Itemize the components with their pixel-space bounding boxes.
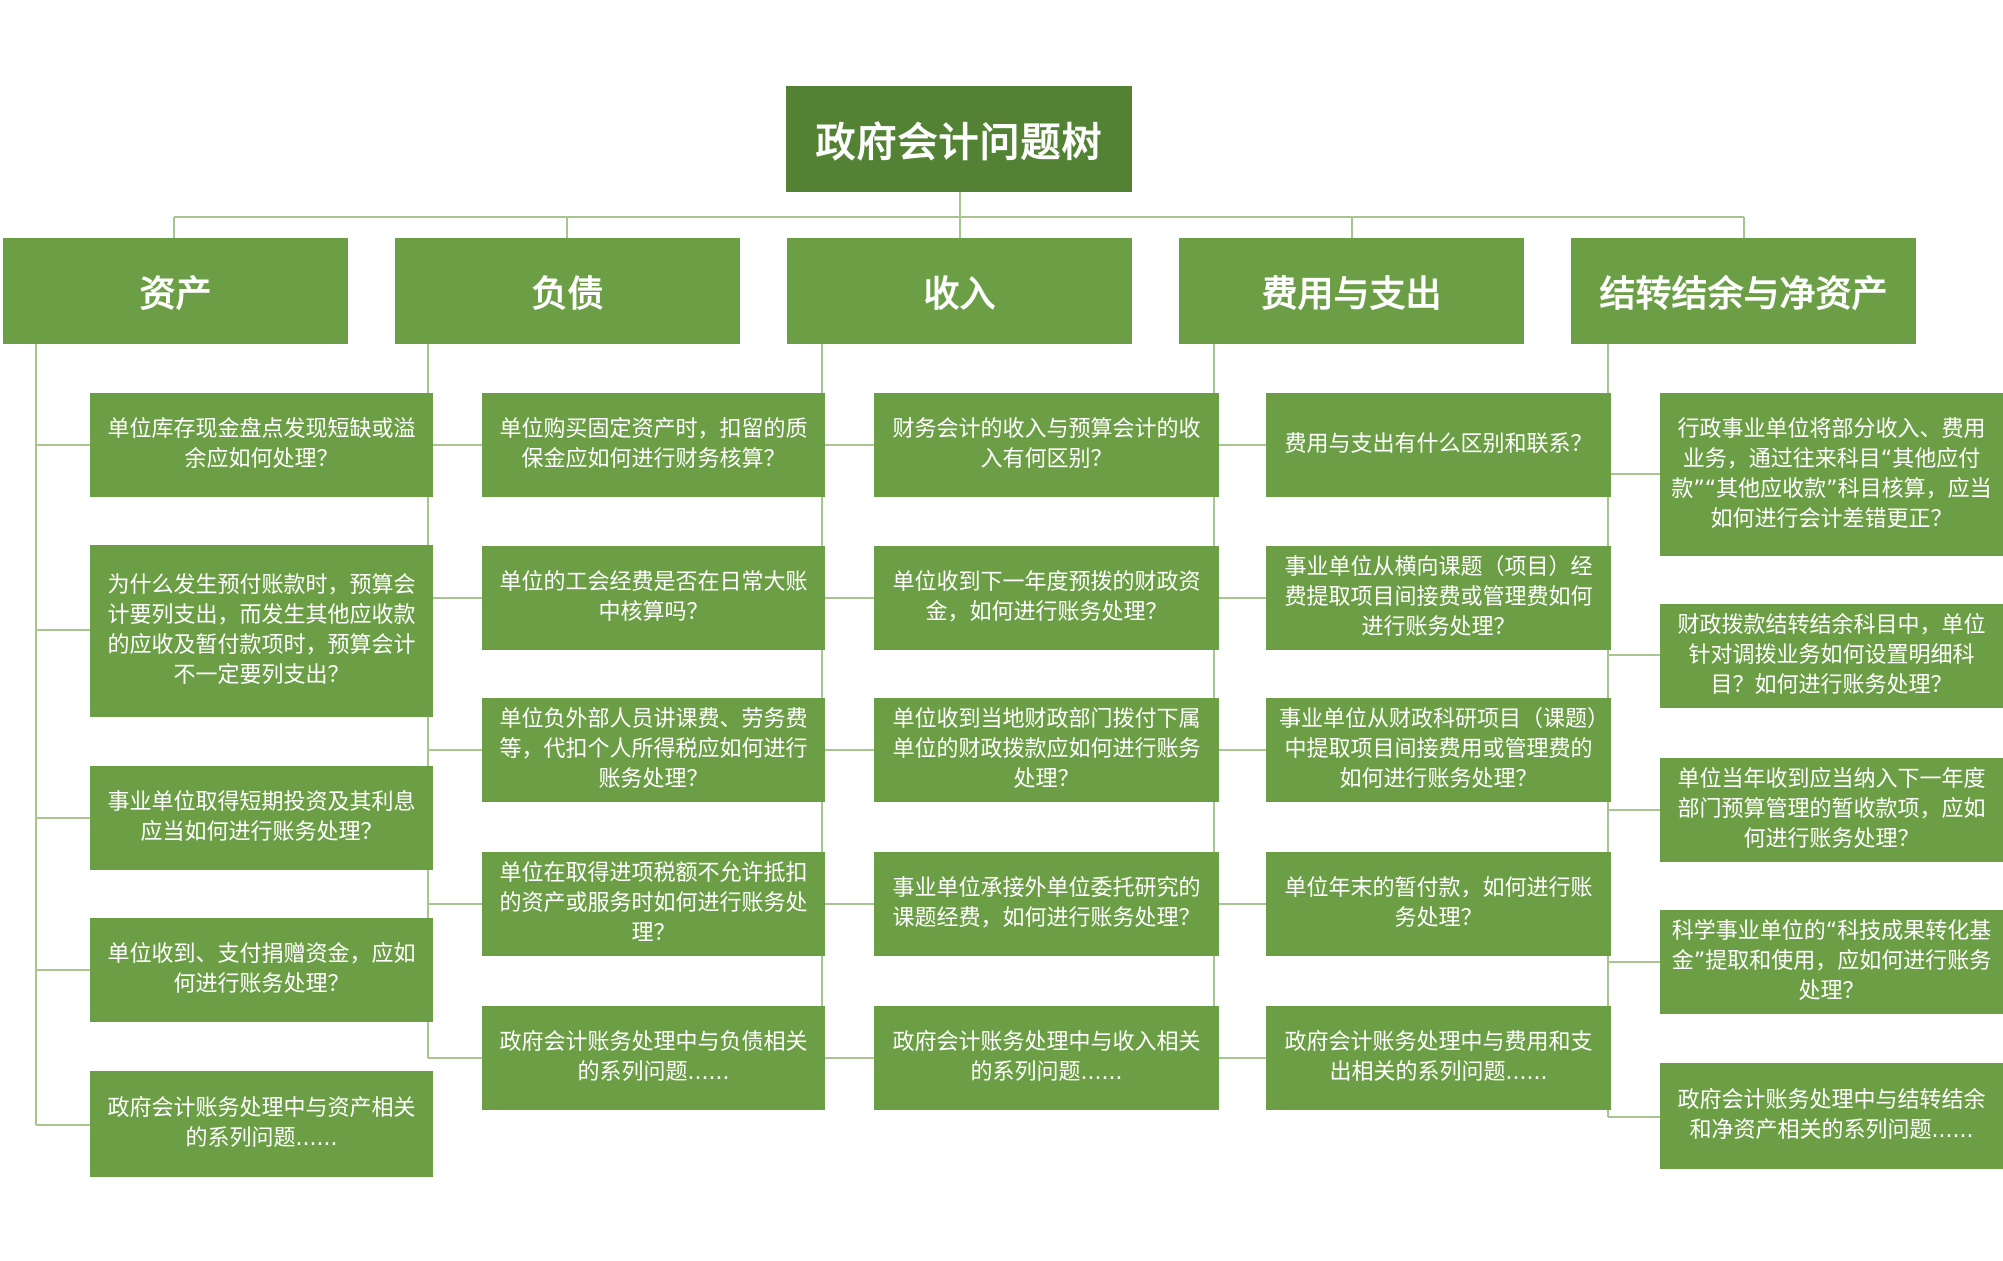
- question-text: 单位负外部人员讲课费、劳务费等，代扣个人所得税应如何进行账务处理？: [499, 707, 808, 792]
- category-title: 负债: [531, 274, 604, 315]
- question-box: 单位在取得进项税额不允许抵扣的资产或服务时如何进行账务处理？: [482, 852, 825, 956]
- question-text: 财政拨款结转结余科目中，单位针对调拨业务如何设置明细科目？如何进行账务处理？: [1677, 613, 1986, 698]
- category-liabilities: 负债: [395, 238, 740, 344]
- question-box: 政府会计账务处理中与结转结余和净资产相关的系列问题......: [1660, 1063, 2003, 1169]
- root-title: 政府会计问题树: [815, 120, 1103, 166]
- question-box: 为什么发生预付账款时，预算会计要列支出，而发生其他应收款的应收及暂付款项时，预算…: [90, 545, 433, 717]
- question-box: 单位购买固定资产时，扣留的质保金应如何进行财务核算？: [482, 393, 825, 497]
- question-text: 费用与支出有什么区别和联系？: [1284, 432, 1593, 457]
- question-text: 单位收到当地财政部门拨付下属单位的财政拨款应如何进行账务处理？: [892, 707, 1201, 792]
- question-text: 政府会计账务处理中与资产相关的系列问题......: [107, 1096, 416, 1151]
- category-title: 收入: [923, 274, 996, 315]
- question-text: 单位库存现金盘点发现短缺或溢余应如何处理？: [107, 417, 416, 472]
- question-text: 事业单位承接外单位委托研究的课题经费，如何进行账务处理？: [892, 876, 1201, 931]
- question-box: 政府会计账务处理中与负债相关的系列问题......: [482, 1006, 825, 1110]
- question-box: 单位收到当地财政部门拨付下属单位的财政拨款应如何进行账务处理？: [874, 698, 1219, 802]
- question-box: 单位年末的暂付款，如何进行账务处理？: [1266, 852, 1611, 956]
- question-box: 行政事业单位将部分收入、费用业务，通过往来科目“其他应付款”“其他应收款”科目核…: [1660, 393, 2003, 556]
- question-text: 行政事业单位将部分收入、费用业务，通过往来科目“其他应付款”“其他应收款”科目核…: [1671, 416, 1992, 532]
- question-text: 科学事业单位的“科技成果转化基金”提取和使用，应如何进行账务处理？: [1671, 919, 1992, 1004]
- question-text: 单位收到下一年度预拨的财政资金，如何进行账务处理？: [892, 570, 1201, 625]
- category-assets: 资产: [3, 238, 348, 344]
- question-text: 政府会计账务处理中与费用和支出相关的系列问题......: [1284, 1030, 1593, 1085]
- question-text: 政府会计账务处理中与负债相关的系列问题......: [499, 1030, 808, 1085]
- question-box: 事业单位从财政科研项目（课题）中提取项目间接费用或管理费的如何进行账务处理？: [1266, 698, 1611, 802]
- question-box: 科学事业单位的“科技成果转化基金”提取和使用，应如何进行账务处理？: [1660, 910, 2003, 1014]
- question-box: 单位的工会经费是否在日常大账中核算吗？: [482, 546, 825, 650]
- question-text: 单位购买固定资产时，扣留的质保金应如何进行财务核算？: [499, 417, 808, 472]
- question-box: 单位当年收到应当纳入下一年度部门预算管理的暂收款项，应如何进行账务处理？: [1660, 758, 2003, 862]
- question-text: 政府会计账务处理中与结转结余和净资产相关的系列问题......: [1677, 1088, 1986, 1143]
- question-box: 单位库存现金盘点发现短缺或溢余应如何处理？: [90, 393, 433, 497]
- question-box: 事业单位取得短期投资及其利息应当如何进行账务处理？: [90, 766, 433, 870]
- question-box: 政府会计账务处理中与资产相关的系列问题......: [90, 1071, 433, 1177]
- question-text: 单位的工会经费是否在日常大账中核算吗？: [499, 570, 808, 625]
- question-text: 为什么发生预付账款时，预算会计要列支出，而发生其他应收款的应收及暂付款项时，预算…: [107, 573, 416, 688]
- question-box: 单位收到下一年度预拨的财政资金，如何进行账务处理？: [874, 546, 1219, 650]
- question-box: 费用与支出有什么区别和联系？: [1266, 393, 1611, 497]
- question-text: 单位当年收到应当纳入下一年度部门预算管理的暂收款项，应如何进行账务处理？: [1677, 767, 1986, 852]
- category-title: 资产: [139, 274, 212, 315]
- question-text: 政府会计账务处理中与收入相关的系列问题......: [892, 1030, 1201, 1085]
- question-box: 政府会计账务处理中与收入相关的系列问题......: [874, 1006, 1219, 1110]
- question-box: 单位收到、支付捐赠资金，应如何进行账务处理？: [90, 918, 433, 1022]
- question-box: 事业单位从横向课题（项目）经费提取项目间接费或管理费如何进行账务处理？: [1266, 546, 1611, 650]
- question-text: 事业单位从财政科研项目（课题）中提取项目间接费用或管理费的如何进行账务处理？: [1278, 707, 1598, 792]
- category-expenses: 费用与支出: [1179, 238, 1524, 344]
- question-box: 财务会计的收入与预算会计的收入有何区别？: [874, 393, 1219, 497]
- category-title: 结转结余与净资产: [1599, 274, 1888, 315]
- category-net-assets: 结转结余与净资产: [1571, 238, 1916, 344]
- question-text: 单位在取得进项税额不允许抵扣的资产或服务时如何进行账务处理？: [499, 861, 808, 946]
- question-text: 事业单位取得短期投资及其利息应当如何进行账务处理？: [107, 790, 416, 845]
- category-revenue: 收入: [787, 238, 1132, 344]
- question-text: 单位收到、支付捐赠资金，应如何进行账务处理？: [107, 942, 416, 997]
- question-text: 单位年末的暂付款，如何进行账务处理？: [1284, 876, 1593, 931]
- category-title: 费用与支出: [1261, 274, 1442, 315]
- root-node: 政府会计问题树: [786, 86, 1132, 192]
- question-box: 政府会计账务处理中与费用和支出相关的系列问题......: [1266, 1006, 1611, 1110]
- question-text: 事业单位从横向课题（项目）经费提取项目间接费或管理费如何进行账务处理？: [1284, 555, 1593, 640]
- question-box: 财政拨款结转结余科目中，单位针对调拨业务如何设置明细科目？如何进行账务处理？: [1660, 604, 2003, 708]
- question-box: 事业单位承接外单位委托研究的课题经费，如何进行账务处理？: [874, 852, 1219, 956]
- question-box: 单位负外部人员讲课费、劳务费等，代扣个人所得税应如何进行账务处理？: [482, 698, 825, 802]
- question-text: 财务会计的收入与预算会计的收入有何区别？: [892, 417, 1201, 472]
